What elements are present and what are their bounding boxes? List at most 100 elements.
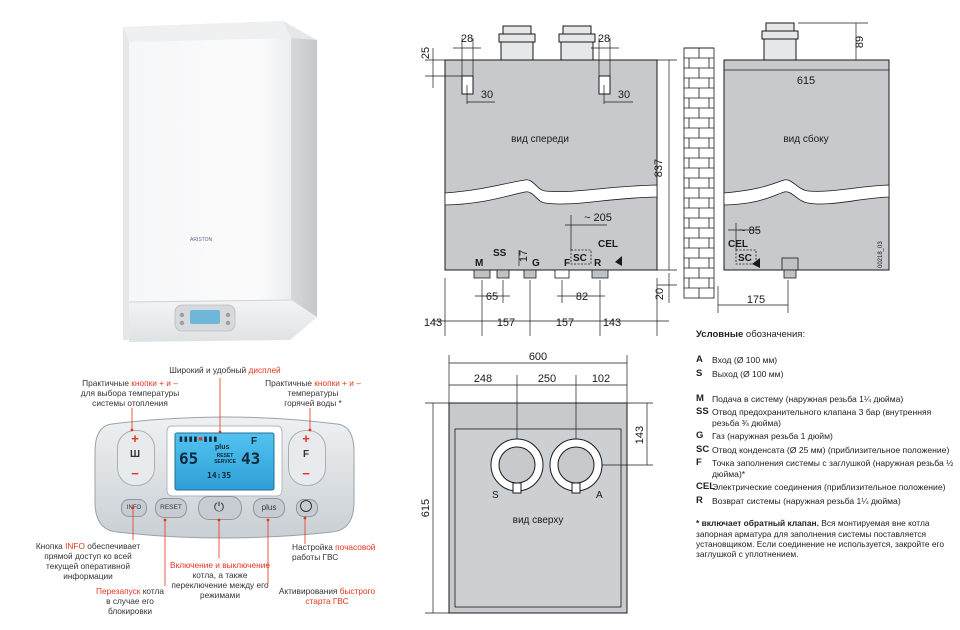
legend-value: Вход (Ø 100 мм)	[712, 355, 778, 366]
dhw-plus-button[interactable]: +	[302, 431, 310, 446]
radiator-icon: Ш	[129, 449, 141, 460]
legend-note: * включает обратный клапан. Вся монтируе…	[696, 518, 945, 559]
dim-248: 248	[474, 373, 492, 385]
port-SC-side: SC	[738, 253, 752, 264]
lcd-right-value: 43	[241, 449, 261, 468]
tap-icon: F	[302, 449, 310, 460]
port-G: G	[532, 258, 540, 269]
port-M: M	[475, 258, 483, 269]
heating-plus-button[interactable]: +	[131, 431, 139, 446]
dim-157-left: 157	[497, 317, 515, 329]
drawing-code: 00218_03	[878, 241, 884, 268]
legend-value: Выход (Ø 100 мм)	[712, 369, 784, 379]
dim-20: 20	[654, 288, 666, 300]
dim-615-top: 615	[420, 499, 432, 517]
lcd-time: 14:35	[207, 471, 232, 480]
legend-item: F Точка заполнения системы с заглушкой (н…	[696, 458, 958, 479]
boiler-photo: ARISTON	[123, 21, 317, 342]
port-R: R	[594, 258, 602, 269]
dim-25: 25	[420, 47, 432, 59]
legend-gap	[696, 383, 958, 394]
legend-title: Условные обозначения:	[696, 329, 806, 340]
dim-157-right: 157	[556, 317, 574, 329]
legend-value: Точка заполнения системы с заглушкой (на…	[712, 458, 954, 479]
legend-value: Электрические соединения (приблизительно…	[712, 482, 946, 493]
dim-28-left: 28	[461, 33, 473, 45]
port-S: S	[492, 490, 499, 501]
lcd-reset-label: RESET	[216, 453, 234, 459]
dhw-minus-button[interactable]: −	[302, 466, 310, 481]
dim-837: 837	[653, 159, 665, 177]
dim-143-right: 143	[603, 317, 621, 329]
port-SC: SC	[573, 253, 587, 264]
annotation-fast-start: Активирования быстрого старта ГВС	[278, 586, 376, 606]
legend-key: G	[696, 430, 704, 442]
heating-temp-buttons[interactable]	[117, 430, 155, 486]
dim-30-left: 30	[481, 89, 493, 101]
legend-value: Отвод предохранительного клапана 3 бар (…	[712, 407, 932, 428]
legend-value: Подача в систему (наружная резьба 1¼ дюй…	[712, 393, 904, 404]
dim-85: ~ 85	[739, 225, 761, 237]
annotation-dhw-buttons: Практичные кнопки + и – температуры горя…	[265, 378, 361, 408]
lcd-screen: ▮▮▮▮■▮▮▮ 65 43 plus F RESET SERVICE 14:3…	[175, 433, 274, 490]
dim-143-left: 143	[424, 317, 442, 329]
annotation-display: Широкий и удобный дисплей	[169, 365, 281, 375]
annotation-heating-buttons: Практичные кнопки + и – для выбора темпе…	[80, 378, 180, 408]
legend-key: F	[696, 457, 702, 469]
legend-key: CEL	[696, 481, 715, 493]
side-view-label: вид сбоку	[783, 133, 828, 145]
lcd-left-value: 65	[179, 449, 199, 468]
port-CEL-side: CEL	[728, 239, 748, 250]
leader-lines	[130, 378, 312, 586]
reset-button[interactable]: RESET	[155, 498, 187, 518]
dim-89: 89	[854, 36, 866, 48]
top-view-label: вид сверху	[513, 515, 564, 526]
legend-item: G Газ (наружная резьба 1 дюйм)	[696, 430, 958, 442]
top-view-drawing: 600 248 250 102 143 615 S A вид сверху	[420, 351, 653, 614]
heating-minus-button[interactable]: −	[131, 466, 139, 481]
annotation-schedule: Настройка почасовой работы ГВС	[292, 542, 376, 562]
port-CEL: CEL	[598, 239, 618, 250]
legend-value: Газ (наружная резьба 1 дюйм)	[712, 431, 833, 442]
port-SS: SS	[493, 248, 507, 259]
legend-value: Возврат системы (наружная резьба 1¼ дюйм…	[712, 495, 901, 506]
lcd-icons-row: ▮▮▮▮■▮▮▮	[179, 436, 219, 443]
dim-143-top: 143	[634, 426, 646, 444]
annotation-power: Включение и выключение котла, а также пе…	[170, 560, 270, 600]
dim-615-side: 615	[797, 75, 815, 87]
legend-key: SS	[696, 406, 709, 418]
lcd-service-label: SERVICE	[214, 459, 236, 465]
dim-600: 600	[529, 351, 547, 363]
dim-30-right: 30	[618, 89, 630, 101]
dim-205: ~ 205	[584, 212, 612, 224]
dim-17: 17	[518, 250, 530, 262]
boiler-logo: ARISTON	[190, 237, 213, 243]
front-view-label: вид спереди	[511, 134, 569, 145]
annotation-info: Кнопка INFO обеспечивает прямой доступ к…	[35, 541, 141, 581]
lcd-plus-label: plus	[215, 444, 230, 451]
power-button[interactable]	[198, 496, 242, 520]
clock-icon	[300, 500, 312, 512]
legend-key: SC	[696, 443, 710, 455]
legend-key: M	[696, 392, 704, 404]
front-view-drawing: 25 28 28 30 30 837 ~ 205 17 65 82 20 143…	[420, 25, 677, 336]
annotation-reset: Перезапуск котла в случае его блокировки	[96, 586, 164, 616]
dim-250: 250	[538, 373, 556, 385]
dim-82: 82	[576, 291, 588, 303]
port-A: A	[596, 490, 603, 501]
legend-item: M Подача в систему (наружная резьба 1¼ дю…	[696, 392, 958, 404]
legend-item: S Выход (Ø 100 мм)	[696, 368, 958, 379]
legend-value: Отвод конденсата (Ø 25 мм) (приблизитель…	[712, 444, 950, 455]
dim-65: 65	[486, 291, 498, 303]
dhw-temp-buttons[interactable]	[288, 430, 326, 486]
legend-key: S	[696, 368, 703, 379]
plus-mode-button[interactable]: plus	[253, 498, 285, 518]
lcd-f-label: F	[251, 436, 258, 447]
side-view-drawing: 615 89 ~ 85 175 CEL SC вид сбоку 00218_0…	[683, 22, 890, 313]
dim-102: 102	[592, 373, 610, 385]
